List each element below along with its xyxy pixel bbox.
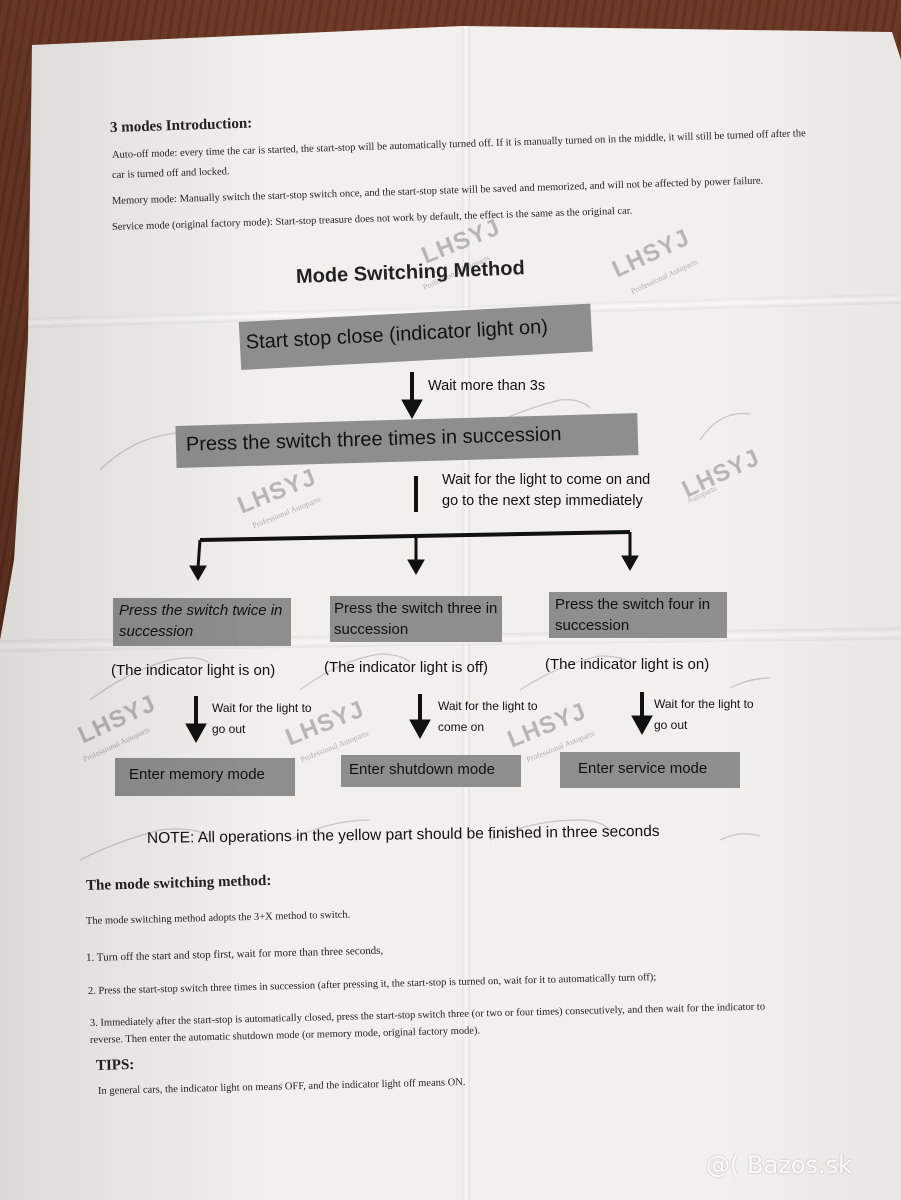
branch-press-four: Press the switch four in succession: [549, 592, 727, 638]
branch-press-three: Press the switch three in succession: [330, 596, 502, 642]
wait-go-out-label: Wait for the light to go out: [212, 701, 312, 736]
tips-title: TIPS:: [95, 1056, 135, 1074]
indicator-on-label: (The indicator light is on): [111, 662, 276, 679]
site-watermark: @( Bazos.sk: [706, 1151, 852, 1179]
wait-3s-label: Wait more than 3s: [428, 378, 546, 394]
indicator-off-label: (The indicator light is off): [324, 659, 488, 676]
enter-service-mode: Enter service mode: [560, 752, 740, 788]
wait-light-label-line1: Wait for the light to come on and: [442, 472, 651, 488]
enter-shutdown-mode: Enter shutdown mode: [341, 755, 521, 787]
indicator-on-label: (The indicator light is on): [545, 656, 710, 673]
wait-light-label-line2: go to the next step immediately: [442, 493, 643, 509]
wait-come-on-label: Wait for the light to come on: [438, 699, 538, 734]
wait-go-out-label: Wait for the light to go out: [654, 697, 754, 732]
branch-press-twice: Press the switch twice in succession: [113, 598, 291, 646]
enter-memory-mode: Enter memory mode: [115, 758, 295, 796]
